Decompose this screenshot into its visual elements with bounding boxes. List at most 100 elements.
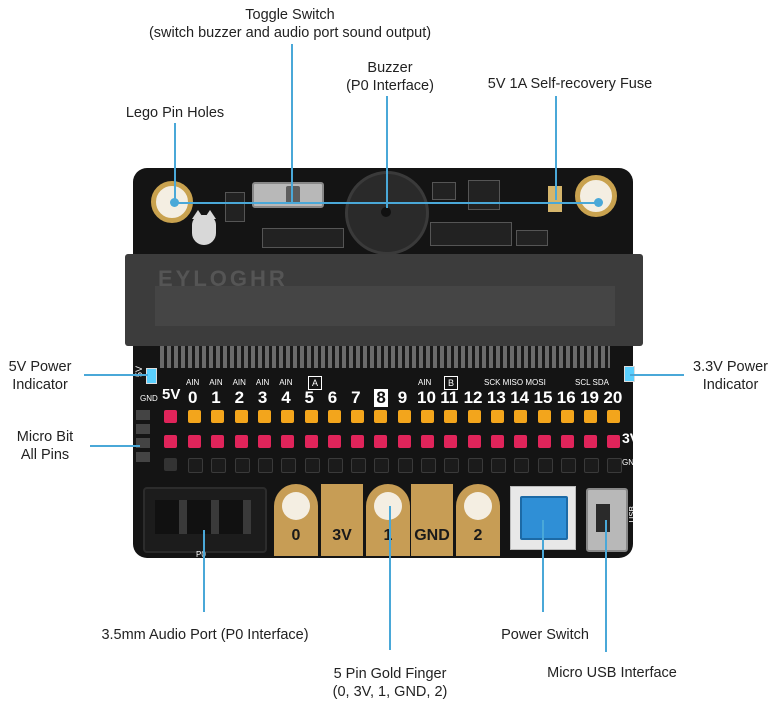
pin-number-label: 16 (556, 388, 576, 407)
signal-pin[interactable] (397, 410, 411, 423)
signal-pin[interactable] (351, 410, 365, 423)
gnd-pin[interactable] (467, 458, 483, 473)
vcc-pin[interactable] (490, 435, 504, 448)
vcc-pin[interactable] (281, 435, 295, 448)
gnd-pin[interactable] (188, 458, 203, 473)
gold-finger-label: 5 Pin Gold Finger(0, 3V, 1, GND, 2) (332, 666, 448, 700)
signal-pin[interactable] (304, 410, 318, 423)
signal-pin[interactable] (257, 410, 271, 423)
ain-label-11: AIN (418, 378, 432, 387)
gnd-pin[interactable] (444, 458, 460, 473)
vcc-pin[interactable] (188, 435, 201, 448)
vcc-pin[interactable] (467, 435, 481, 448)
power-switch-label: Power Switch (501, 627, 589, 643)
vcc-pin[interactable] (397, 435, 411, 448)
signal-pin[interactable] (421, 410, 434, 423)
cat-ear-right (204, 210, 216, 219)
signal-pin[interactable] (537, 410, 551, 423)
vcc-pin[interactable] (304, 435, 318, 448)
gold-finger-pad-1[interactable]: 0 (274, 484, 318, 556)
buzzer-leader (386, 96, 388, 208)
vcc-pin[interactable] (537, 435, 551, 448)
vcc-pin[interactable] (257, 435, 271, 448)
gnd-pin[interactable] (514, 458, 530, 473)
pin-number-label: 2 (234, 388, 245, 407)
signal-pin[interactable] (584, 410, 598, 423)
vcc-pin[interactable] (234, 435, 248, 448)
gnd-pin[interactable] (421, 458, 436, 473)
lego-holes-label: Lego Pin Holes (125, 105, 225, 121)
signal-pin[interactable] (467, 410, 481, 423)
signal-pin[interactable] (188, 410, 201, 423)
pin-number-label: 3 (257, 388, 268, 407)
edge-connector (160, 346, 610, 368)
left-pins (136, 410, 150, 462)
pin-number-label: 13 (486, 388, 506, 407)
gnd-pin[interactable] (584, 458, 600, 473)
left-signal-pin[interactable] (164, 410, 177, 423)
signal-pin[interactable] (560, 410, 574, 423)
smd-component (468, 180, 500, 210)
signal-pin[interactable] (444, 410, 458, 423)
vcc-pin[interactable] (444, 435, 458, 448)
marker-b: B (444, 376, 458, 390)
ain-label: AIN (255, 378, 270, 387)
signal-pin[interactable] (327, 410, 341, 423)
gold-finger-pad-4[interactable]: GND (411, 484, 453, 556)
gnd-pin[interactable] (397, 458, 413, 473)
audio-port-label: 3.5mm Audio Port (P0 Interface) (101, 627, 309, 643)
signal-pin[interactable] (607, 410, 621, 423)
power5v-led (146, 368, 157, 384)
vcc-pin[interactable] (327, 435, 341, 448)
left-5v-label: 5V (162, 386, 181, 403)
gnd-pin[interactable] (281, 458, 297, 473)
signal-pin[interactable] (374, 410, 388, 423)
ain-label: AIN (279, 378, 293, 387)
smd-component (516, 230, 548, 246)
signal-pin[interactable] (281, 410, 295, 423)
signal-pin[interactable] (234, 410, 248, 423)
vcc-pin[interactable] (421, 435, 434, 448)
micro-usb-opening (596, 504, 610, 532)
gnd-pin[interactable] (537, 458, 553, 473)
gnd-pin[interactable] (607, 458, 623, 473)
micro-usb-leader (605, 520, 607, 652)
gold-finger-leader (389, 506, 391, 650)
gnd-pin[interactable] (490, 458, 506, 473)
vcc-pin[interactable] (560, 435, 574, 448)
buzzer-center (381, 207, 391, 217)
pin-number-label: 8 (374, 388, 388, 407)
gnd-pin[interactable] (351, 458, 367, 473)
gnd-pin[interactable] (304, 458, 320, 473)
ain-label: AIN (232, 378, 246, 387)
vcc-pin[interactable] (374, 435, 388, 448)
signal-pin[interactable] (211, 410, 225, 423)
left-gnd-pin[interactable] (164, 458, 177, 471)
vcc-pin[interactable] (211, 435, 225, 448)
all-pins-leader (90, 445, 140, 447)
gnd-pin[interactable] (327, 458, 343, 473)
vcc-pin[interactable] (351, 435, 365, 448)
gnd-pin[interactable] (257, 458, 273, 473)
i2c-labels: SCL SDA (575, 378, 609, 387)
lego-hole-right (575, 175, 617, 217)
power-switch-leader (542, 520, 544, 612)
vcc-pin[interactable] (514, 435, 528, 448)
vcc-pin[interactable] (607, 435, 621, 448)
signal-pin[interactable] (490, 410, 504, 423)
left-vcc-pin[interactable] (164, 435, 177, 448)
gnd-pin[interactable] (234, 458, 250, 473)
gold-finger-pad-2[interactable]: 3V (321, 484, 363, 556)
marker-a: A (308, 376, 322, 390)
gnd-pin[interactable] (374, 458, 390, 473)
gnd-pin[interactable] (560, 458, 576, 473)
pin-number-label: 9 (397, 388, 408, 407)
pin-number-label: 5 (304, 388, 314, 407)
toggle-switch-knob (286, 186, 300, 204)
signal-pin[interactable] (514, 410, 528, 423)
usb-label: USB (628, 506, 637, 523)
vcc-pin[interactable] (584, 435, 598, 448)
gnd-pin[interactable] (211, 458, 227, 473)
gold-finger-hole (464, 492, 492, 520)
